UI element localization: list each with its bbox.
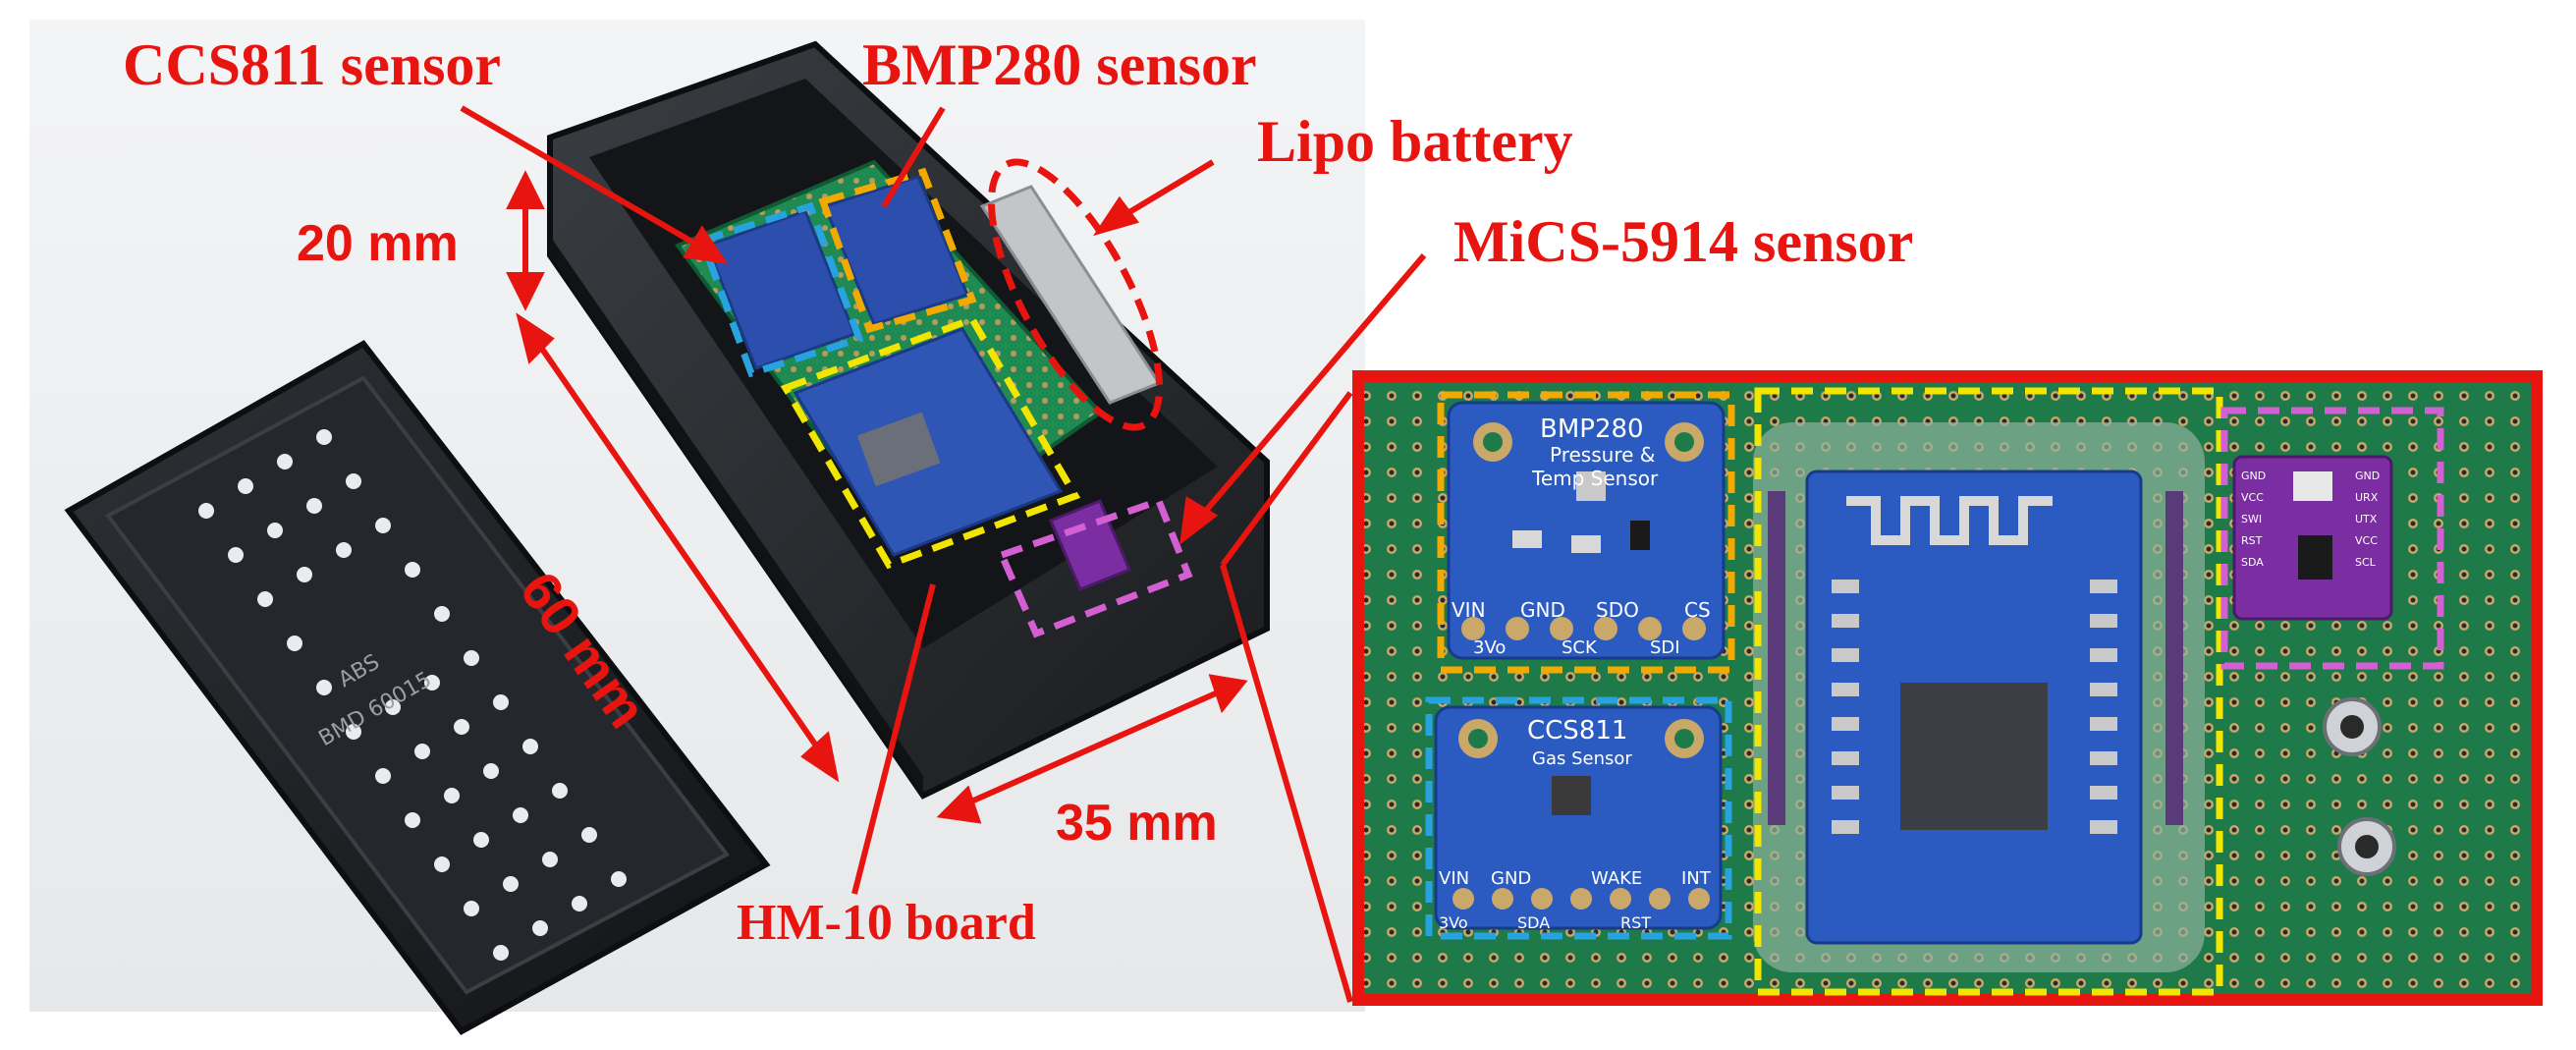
- dimension-height: 20 mm: [297, 215, 459, 272]
- ccs-title-2: Gas Sensor: [1532, 748, 1632, 769]
- label-ccs811: CCS811 sensor: [123, 32, 502, 97]
- inset-bmp280-board: [1447, 401, 1726, 660]
- inset-frame-hm10: [1754, 387, 2223, 996]
- mics-pin-r5: SCL: [2355, 556, 2377, 569]
- bmp-pin-vin: VIN: [1452, 598, 1486, 622]
- ccs-pin-int: INT: [1681, 868, 1712, 889]
- inset-closeup: BMP280 Pressure & Temp Sensor VIN GND SD…: [1352, 370, 2543, 1006]
- inset-hm10-board: [1753, 422, 2205, 972]
- annotation-arrows: [460, 105, 1427, 1003]
- bmp-title-2: Pressure &: [1550, 443, 1655, 467]
- inset-capacitors: [2323, 697, 2396, 876]
- inset-frame-ccs811: [1425, 696, 1732, 940]
- mics-pin-l3: SWI: [2241, 513, 2262, 525]
- label-mics: MiCS-5914 sensor: [1453, 209, 1914, 274]
- bmp-pin-sdo: SDO: [1596, 598, 1639, 622]
- bmp-pin-gnd: GND: [1520, 598, 1565, 622]
- inset-frame-mics: [2220, 407, 2444, 670]
- enclosure-lid: ABS BMD 60015: [64, 340, 771, 1035]
- photo-frame-ccs811: [697, 201, 864, 378]
- bmp-pin-3vo: 3Vo: [1473, 637, 1506, 658]
- photo-frame-bmp280: [818, 167, 977, 334]
- ccs-pin-sda: SDA: [1517, 913, 1550, 932]
- photo-highlight-frames: [697, 158, 1193, 638]
- bmp-pin-cs: CS: [1684, 598, 1711, 622]
- inset-frame-bmp280: [1437, 391, 1735, 674]
- mics-pin-r4: VCC: [2355, 534, 2378, 547]
- inset-red-border: [1352, 370, 2543, 1006]
- mics-pin-r3: UTX: [2355, 513, 2378, 525]
- photo-frame-hm10: [780, 314, 1081, 570]
- inset-ccs811-board: [1434, 705, 1723, 930]
- dimension-width: 35 mm: [1056, 795, 1218, 852]
- ccs-pin-gnd: GND: [1491, 868, 1531, 889]
- photo-frame-mics: [997, 496, 1193, 638]
- ccs-title-1: CCS811: [1527, 716, 1627, 746]
- bmp-title-3: Temp Sensor: [1531, 467, 1659, 490]
- inset-mics-board: [2232, 455, 2393, 621]
- mics-pin-l4: RST: [2241, 534, 2263, 547]
- label-bmp280: BMP280 sensor: [862, 32, 1257, 97]
- bmp-title-1: BMP280: [1540, 414, 1644, 444]
- bmp-pin-sck: SCK: [1562, 637, 1598, 658]
- ccs-pin-rst: RST: [1620, 913, 1651, 932]
- mics-pin-l5: SDA: [2241, 556, 2264, 569]
- label-lipo: Lipo battery: [1257, 109, 1573, 174]
- ccs-pin-vin: VIN: [1439, 868, 1469, 889]
- photo-mics-board: [1049, 499, 1131, 591]
- ccs-pin-wake: WAKE: [1591, 868, 1642, 889]
- label-hm10: HM-10 board: [737, 895, 1036, 951]
- photo-frame-lipo: [987, 158, 1164, 431]
- mics-pin-r1: GND: [2355, 470, 2380, 482]
- bmp-pin-sdi: SDI: [1650, 637, 1680, 658]
- mics-pin-r2: URX: [2355, 491, 2379, 504]
- mics-pin-l1: GND: [2241, 470, 2266, 482]
- mics-pin-l2: VCC: [2241, 491, 2264, 504]
- pcb-stack: [674, 159, 1162, 591]
- ccs-pin-3vo: 3Vo: [1439, 913, 1468, 932]
